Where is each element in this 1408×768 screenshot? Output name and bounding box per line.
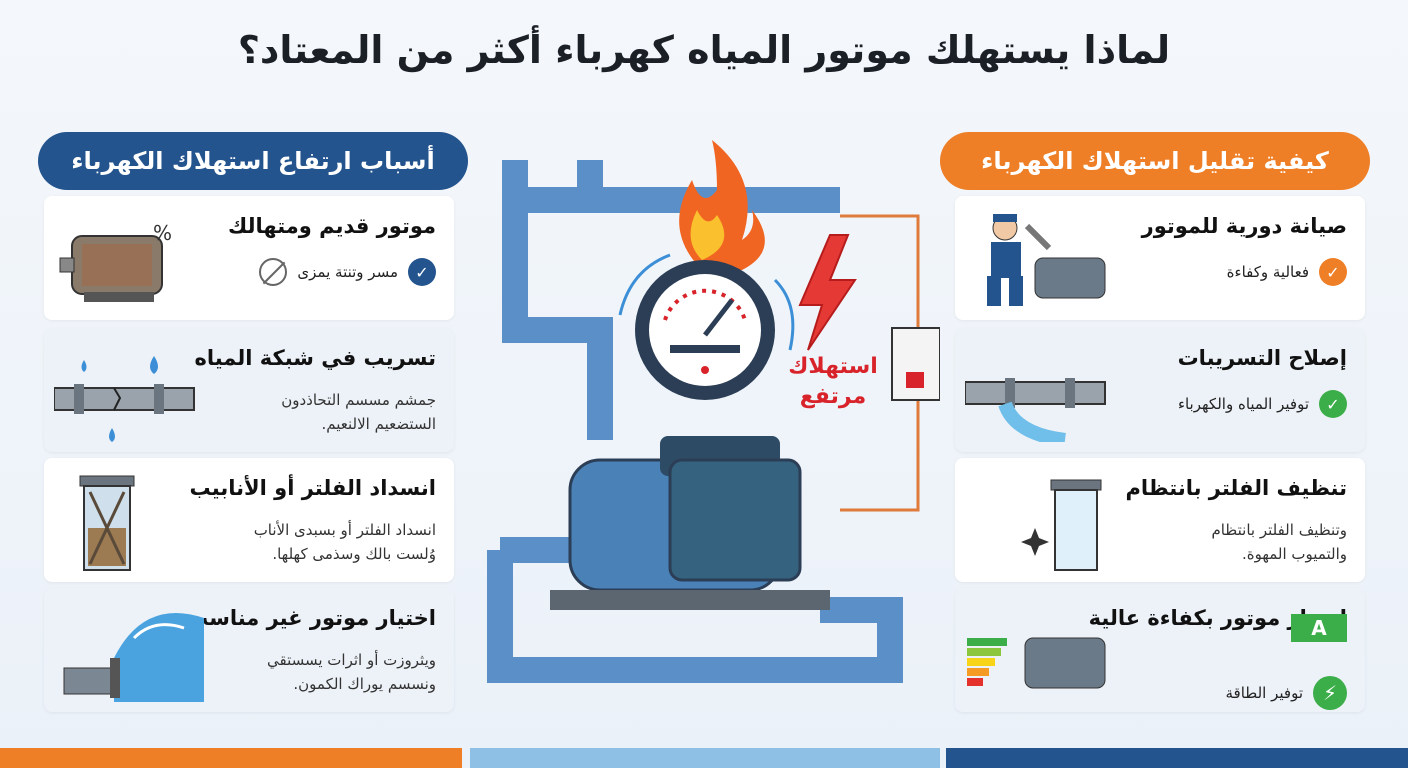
- old-motor-icon: %: [59, 221, 172, 302]
- lightning-icon: ⚡: [1313, 676, 1347, 710]
- solution-card-fix-leaks: إصلاح التسريبات ✓ توفير المياه والكهرباء: [955, 328, 1365, 452]
- card-title: تسريب في شبكة المياه: [194, 346, 436, 370]
- card-subtitle: وتنظيف الفلتر بانتظام والتميوب المهوة.: [1211, 521, 1347, 563]
- page-title: لماذا يستهلك موتور المياه كهرباء أكثر من…: [237, 28, 1171, 72]
- card-title: انسداد الفلتر أو الأنابيب: [189, 476, 436, 500]
- solution-card-efficient-motor: اختيار موتور بكفاءة عالية ⚡ توفير الطاقة…: [955, 588, 1365, 712]
- card-subtitle: توفير الطاقة: [1225, 684, 1304, 702]
- fixed-pipe-icon: [965, 378, 1106, 442]
- solutions-header: كيفية تقليل استهلاك الكهرباء: [940, 132, 1370, 190]
- cause-card-wrong-motor: اختيار موتور غير مناسب ويثروزت أو اثرات …: [44, 588, 454, 712]
- svg-text:%: %: [153, 221, 172, 245]
- no-tools-icon: [259, 258, 288, 286]
- card-subtitle: توفير المياه والكهرباء: [1177, 395, 1309, 413]
- wrong-motor-icon: [63, 613, 204, 702]
- cause-card-clogged-filter: انسداد الفلتر أو الأنابيب انسداد الفلتر …: [44, 458, 454, 582]
- cause-card-leak: تسريب في شبكة المياه جمشم مسسم التحاذدون…: [44, 328, 454, 452]
- card-subtitle: فعالية وكفاءة: [1226, 263, 1309, 281]
- solutions-column: كيفية تقليل استهلاك الكهرباء: [940, 132, 1370, 190]
- causes-header: أسباب ارتفاع استهلاك الكهرباء: [38, 132, 468, 190]
- card-subtitle: جمشم مسسم التحاذدون الستضعيم الالنعيم.: [281, 391, 436, 433]
- bottom-bar-orange: [0, 748, 462, 768]
- card-subtitle: مسر وتنتة يمزى: [297, 263, 398, 281]
- card-title: موتور قديم ومتهالك: [228, 214, 436, 238]
- solution-card-maintenance: صيانة دورية للموتور ✓ فعالية وكفاءة: [955, 196, 1365, 320]
- efficient-motor-icon: [967, 637, 1106, 689]
- clogged-filter-icon: [79, 475, 135, 571]
- high-consumption-label: استهلاك مرتفع: [788, 354, 878, 409]
- cause-card-old-motor: موتور قديم ومتهالك ✓ مسر وتنتة يمزى %: [44, 196, 454, 320]
- check-icon: ✓: [1319, 390, 1347, 418]
- check-icon: ✓: [408, 258, 436, 286]
- card-title: إصلاح التسريبات: [1177, 346, 1347, 370]
- card-title: تنظيف الفلتر بانتظام: [1125, 476, 1347, 500]
- card-subtitle: ويثروزت أو اثرات يسستقي ونسسم يوراك الكم…: [266, 651, 436, 693]
- leaking-pipe-icon: [54, 356, 195, 442]
- solution-card-clean-filter: تنظيف الفلتر بانتظام وتنظيف الفلتر بانتظ…: [955, 458, 1365, 582]
- energy-class-badge: A: [1291, 614, 1347, 642]
- causes-column: أسباب ارتفاع استهلاك الكهرباء: [38, 132, 468, 190]
- technician-icon: [987, 214, 1106, 306]
- card-title: صيانة دورية للموتور: [1141, 214, 1347, 238]
- card-title: اختيار موتور غير مناسب: [186, 606, 436, 630]
- card-subtitle: انسداد الفلتر أو بسبدى الأناب وُلست بالك…: [253, 521, 436, 563]
- pump-illustration: [487, 140, 940, 683]
- bottom-bar-blue: [946, 748, 1408, 768]
- bottom-bar-lightblue: [470, 748, 940, 768]
- check-icon: ✓: [1319, 258, 1347, 286]
- clean-filter-icon: [1021, 479, 1102, 571]
